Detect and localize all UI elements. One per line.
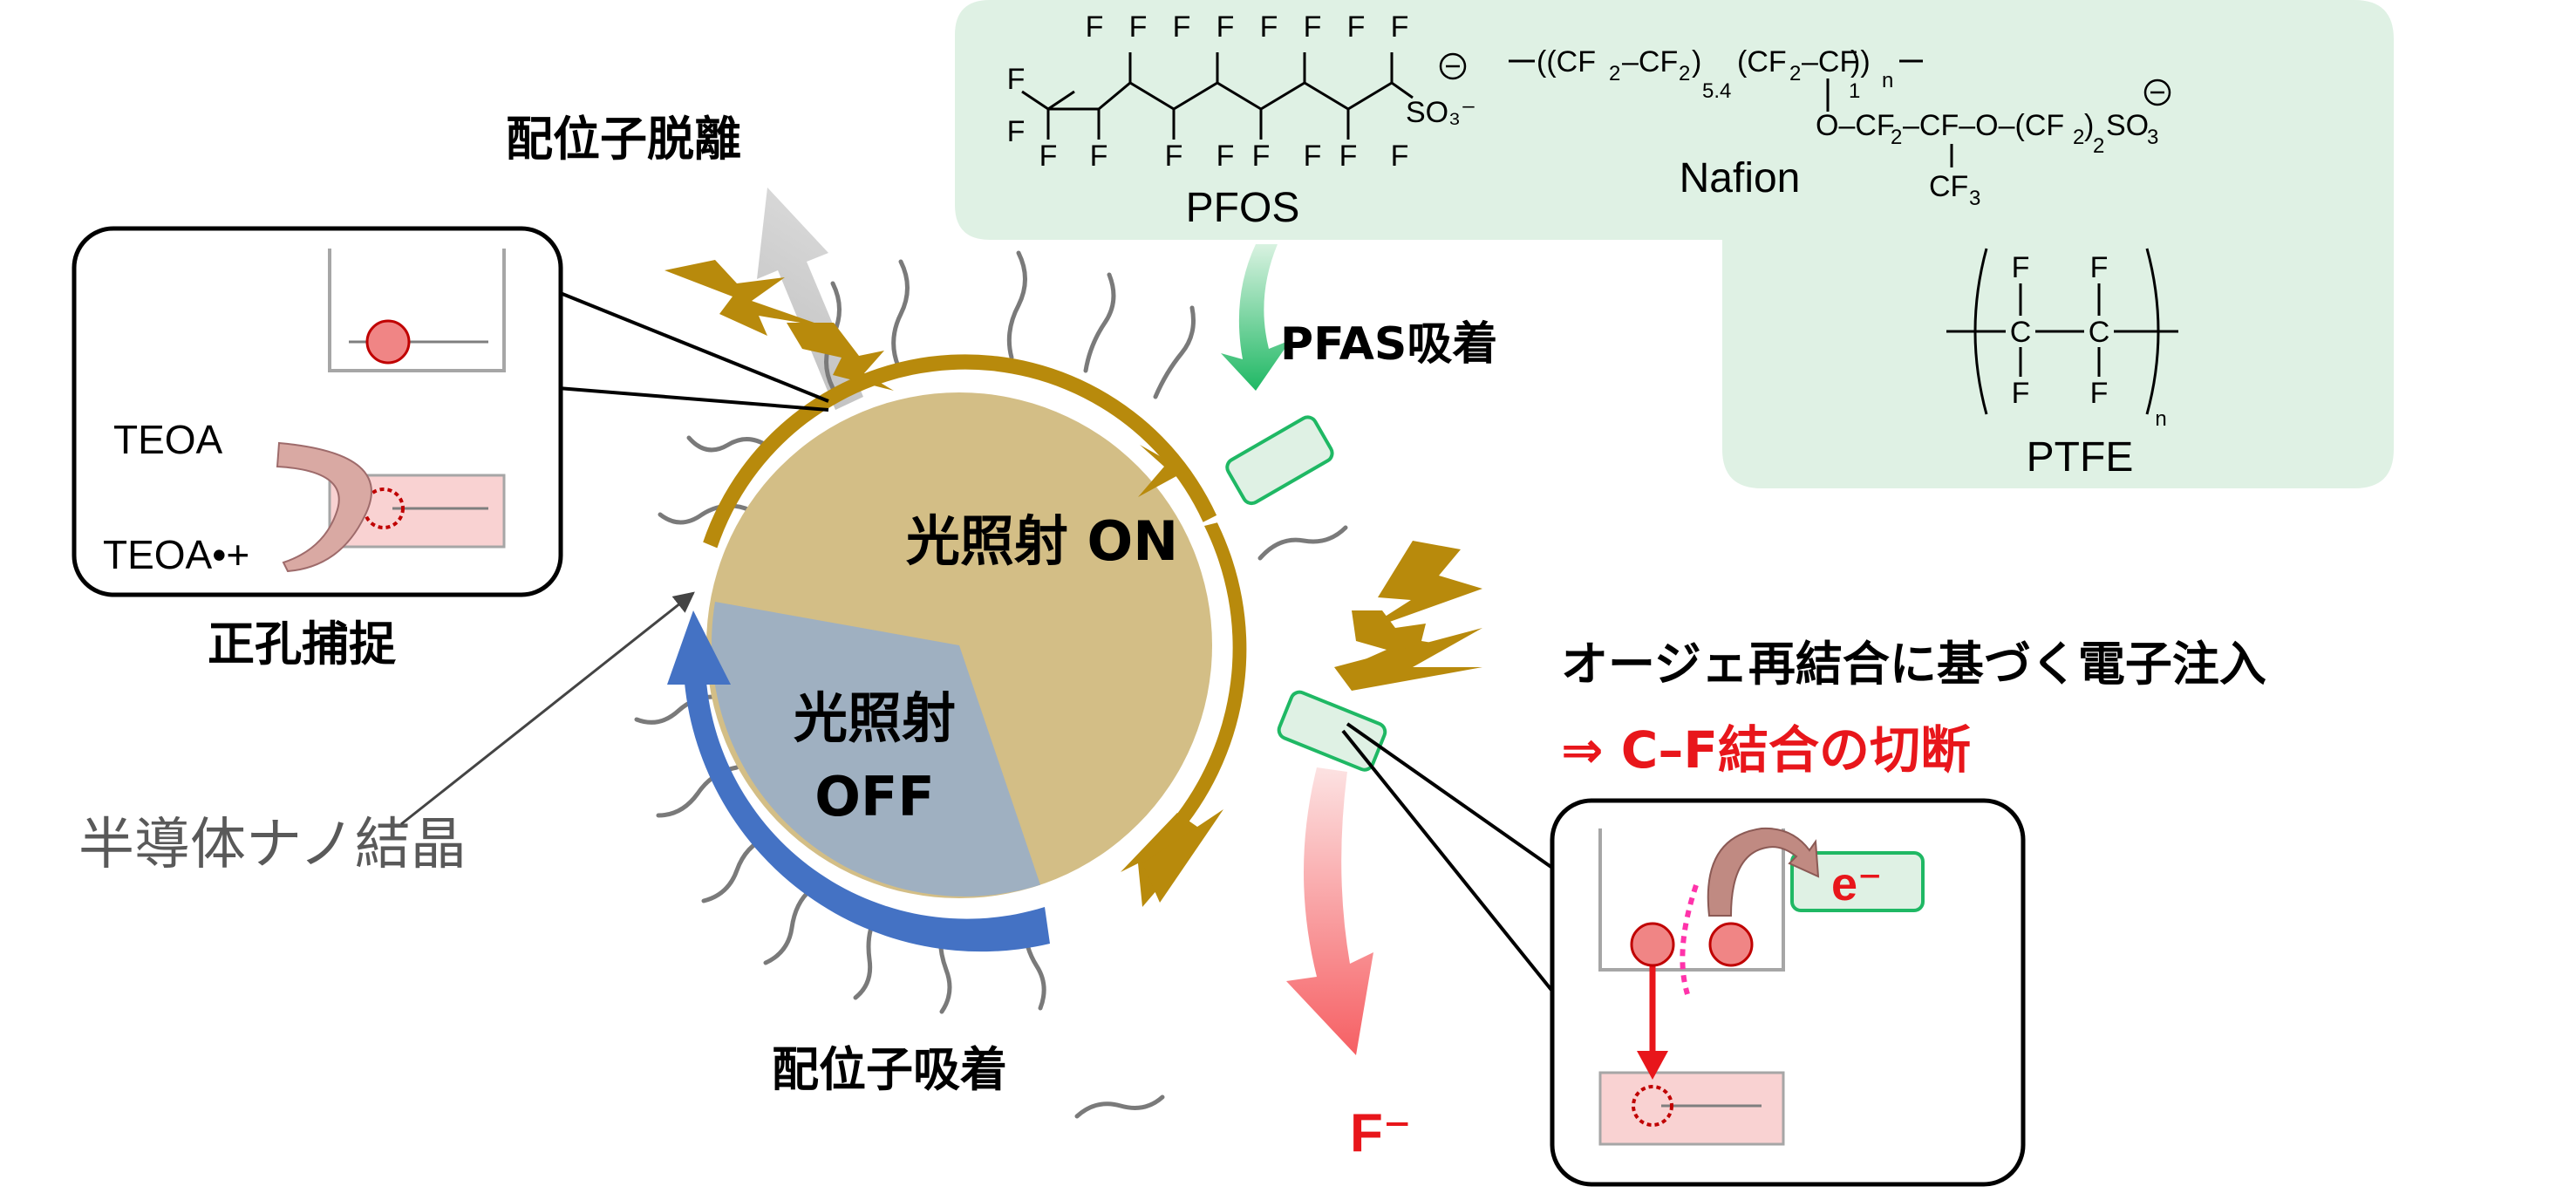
svg-text:3: 3 [1969, 187, 1980, 210]
svg-text:F: F [1216, 10, 1235, 44]
svg-text:n: n [1882, 69, 1893, 92]
vacancy-circle [363, 488, 405, 529]
svg-text:3: 3 [2147, 126, 2158, 149]
svg-text:): ) [2084, 109, 2094, 142]
svg-text:–CF: –CF [1802, 45, 1857, 78]
svg-text:(CF: (CF [1737, 45, 1787, 78]
hole-particle [365, 319, 411, 365]
svg-text:2: 2 [1789, 62, 1801, 85]
svg-text:2: 2 [2093, 134, 2104, 158]
svg-text:2: 2 [1609, 62, 1620, 85]
svg-text:2: 2 [1891, 126, 1902, 149]
electron-particle-2 [1708, 922, 1754, 967]
svg-text:F: F [1086, 10, 1104, 44]
pfas-adsorption-label: PFAS吸着 [1280, 318, 1497, 371]
svg-text:F: F [1304, 10, 1322, 44]
teoa-label: TEOA [113, 417, 223, 462]
ligand-desorption-label: 配位子脱離 [506, 112, 741, 167]
hole-capture-inset [72, 226, 829, 597]
svg-text:O–CF: O–CF [1816, 109, 1895, 142]
nafion-structure: ((CF 2 –CF 2 ) 5.4 (CF 2 –CF )) 1 n O–CF… [1509, 45, 2171, 210]
pfos-name: PFOS [1186, 185, 1300, 231]
auger-injection-label: オージェ再結合に基づく電子注入 [1561, 637, 2266, 692]
injection-arrow [1707, 827, 1820, 917]
pfos-charge-icon [1439, 52, 1467, 80]
ligand-adsorption-label: 配位子吸着 [772, 1042, 1007, 1097]
pfos-headgroup: SO₃⁻ [1406, 96, 1476, 129]
svg-text:C: C [2089, 316, 2110, 349]
svg-text:): ) [1692, 45, 1701, 78]
svg-text:CF: CF [1929, 170, 1968, 203]
svg-text:2: 2 [2073, 126, 2084, 149]
light-off-label-2: OFF [814, 765, 934, 828]
donor-arrow [276, 441, 372, 573]
svg-text:F: F [1347, 10, 1366, 44]
pfas-molecule-top [1225, 415, 1334, 506]
svg-text:F: F [1391, 10, 1409, 44]
nafion-name: Nafion [1680, 155, 1801, 201]
svg-text:n: n [2155, 407, 2166, 431]
svg-text:2: 2 [1679, 62, 1690, 85]
light-on-label: 光照射 ON [906, 509, 1178, 573]
svg-text:–CF: –CF [1622, 45, 1678, 78]
electron-injection-inset [1341, 722, 2026, 1187]
hole-capture-label: 正孔捕捉 [208, 617, 397, 672]
fluoride-release-arrow [1286, 767, 1373, 1055]
pfas-molecule-side [1277, 690, 1387, 772]
svg-text:F: F [1129, 10, 1148, 44]
lightning-bolt-icons [664, 260, 1482, 691]
pfas-adsorption-arrow [1221, 244, 1291, 391]
svg-text:–CF–O–(CF: –CF–O–(CF [1903, 109, 2064, 142]
svg-text:F: F [1216, 140, 1235, 173]
svg-text:C: C [2010, 316, 2032, 349]
cf-cleavage-label: ⇒ C–F結合の切断 [1561, 720, 1971, 780]
svg-text:F: F [1173, 10, 1191, 44]
ptfe-name: PTFE [2027, 434, 2134, 481]
svg-text:F: F [1007, 63, 1026, 96]
light-on-ring [703, 354, 1247, 907]
svg-text:SO: SO [2106, 109, 2149, 142]
svg-text:F: F [1007, 115, 1026, 148]
svg-text:F: F [2090, 377, 2109, 410]
pfos-structure [1021, 52, 1414, 140]
svg-text:F: F [1260, 10, 1278, 44]
svg-text:F: F [1039, 140, 1058, 173]
ptfe-structure [1946, 248, 2178, 415]
svg-text:F: F [1391, 140, 1409, 173]
light-off-label-1: 光照射 [794, 686, 956, 750]
ptfe-atom-labels: F F C C F F n [2010, 251, 2167, 431]
svg-text:((CF: ((CF [1537, 45, 1596, 78]
electron-label: e⁻ [1831, 858, 1883, 910]
svg-text:F: F [1090, 140, 1108, 173]
svg-text:F: F [1252, 140, 1271, 173]
svg-text:F: F [2012, 377, 2030, 410]
nanocrystal-pointer [400, 591, 695, 826]
svg-text:5.4: 5.4 [1702, 79, 1731, 103]
nanocrystal [706, 392, 1212, 898]
svg-text:F: F [2090, 251, 2109, 284]
svg-text:F: F [2012, 251, 2030, 284]
svg-text:F: F [1339, 140, 1358, 173]
molecule-panel [955, 0, 2394, 488]
svg-text:)): )) [1850, 45, 1871, 78]
svg-text:F: F [1304, 140, 1322, 173]
electron-particle-1 [1630, 922, 1675, 967]
nanocrystal-label: 半導体ナノ結晶 [78, 813, 467, 877]
teoa-oxidized-label: TEOA•+ [103, 532, 249, 577]
vacancy-circle-2 [1632, 1085, 1673, 1127]
svg-text:1: 1 [1849, 79, 1860, 103]
svg-text:F: F [1165, 140, 1183, 173]
fluoride-label: F⁻ [1350, 1103, 1412, 1163]
light-off-ring [667, 610, 1050, 952]
